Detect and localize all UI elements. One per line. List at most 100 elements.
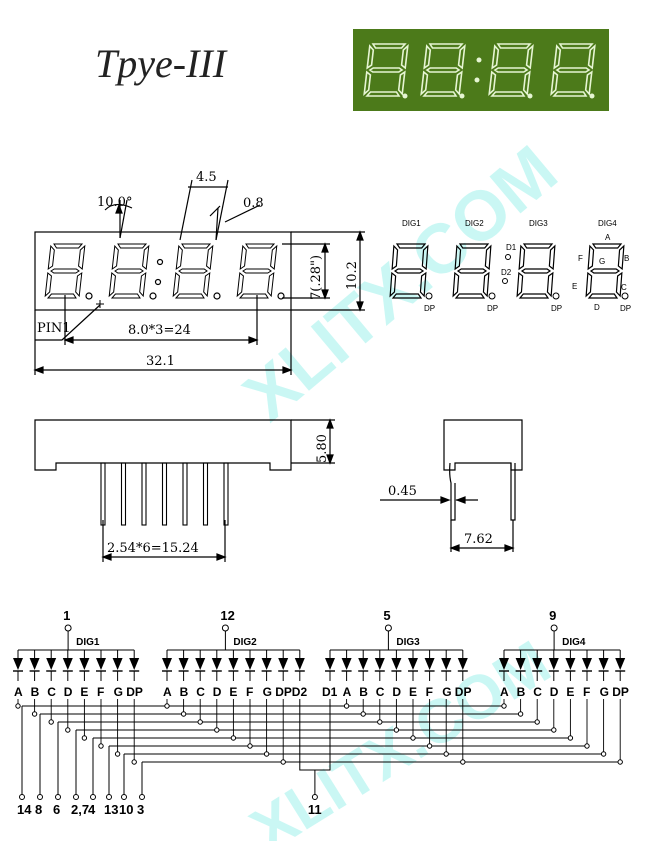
schematic-dig-label-1: DIG1 [76, 637, 100, 648]
schematic-diode-E [408, 658, 418, 670]
schematic-seg-label-B: B [31, 685, 40, 699]
side-pin-3 [141, 462, 147, 526]
schematic-seg-label-A: A [14, 685, 23, 699]
schematic-diode-B [358, 658, 369, 670]
display-dp-3 [527, 93, 533, 99]
segmap-digit-3-seg-d [518, 293, 550, 299]
schematic-diode-D [548, 658, 559, 670]
height-inch-label: 7(.28") [309, 255, 324, 300]
front-digit-4-seg-a [245, 243, 276, 249]
segmap-seg-label-E: E [572, 282, 577, 291]
schematic-diode-F [245, 658, 255, 670]
schematic-seg-label-B: B [180, 685, 189, 699]
display-dp-2 [459, 93, 465, 99]
schematic-diode-A [162, 658, 172, 670]
display-colon-bottom [474, 77, 480, 83]
schematic-seg-label-G: G [263, 685, 272, 699]
schematic-junction [48, 719, 54, 725]
pitch-label: 8.0*3=24 [128, 323, 191, 338]
segmap-digit-1-seg-f [391, 244, 399, 271]
segmap-digit-3-seg-g [520, 268, 552, 274]
front-digit-1-seg-a [53, 243, 84, 249]
schematic-junction [600, 751, 607, 757]
schematic-seg-label-G: G [114, 685, 123, 699]
front-body-outline [34, 231, 292, 311]
front-digit-3 [172, 243, 214, 299]
schematic-seg-label-D: D [392, 685, 401, 699]
schematic-pin-node-5 [90, 794, 96, 800]
display-digit-3-seg-c [522, 70, 531, 96]
schematic-seg-label-C: C [376, 685, 385, 699]
front-digit-2-seg-d [110, 293, 141, 299]
schematic-dig-label-2: DIG2 [233, 637, 257, 648]
schematic-common-pin-4: 9 [549, 608, 556, 623]
schematic-dig-label-4: DIG4 [562, 637, 586, 648]
schematic-seg-label-D: D [213, 685, 222, 699]
segmap-digit-3-seg-b [548, 244, 556, 271]
depth-label: 5.80 [315, 434, 330, 463]
schematic-diode-D [391, 658, 402, 670]
display-digit-4-seg-e [550, 70, 559, 97]
seg-width-label: 0.8 [243, 196, 264, 211]
segmap-digit-2 [452, 243, 492, 299]
display-digit-2-seg-f [423, 44, 432, 70]
schematic-seg-label-A: A [500, 685, 509, 699]
schematic-junction [534, 719, 540, 725]
schematic-junction [501, 703, 507, 709]
segmap-digit-4-seg-d [587, 293, 619, 299]
segmap-dp-label-1: DP [424, 304, 435, 313]
front-view-labels: 10.0° 4.5 0.8 7(.28") 10.2 8.0*3=24 PIN1… [37, 170, 360, 369]
display-photo [353, 29, 609, 111]
front-digit-1-seg-c [75, 271, 83, 298]
schematic-junction [230, 735, 237, 741]
display-digit-1 [363, 43, 409, 97]
schematic-diode-G [112, 658, 123, 670]
schematic-diode-DP [615, 658, 626, 670]
front-digit-3-seg-b [206, 244, 214, 270]
schematic-seg-label-D2: D2 [292, 685, 308, 699]
schematic-seg-label-G: G [442, 685, 451, 699]
angle-label: 10.0° [97, 195, 132, 210]
segmap-dp-2 [488, 292, 496, 300]
schematic-diode-E [228, 658, 239, 670]
schematic-pin-node-7 [121, 794, 127, 800]
schematic-diode-F [582, 658, 592, 670]
schematic-seg-label-E: E [229, 685, 237, 699]
segmap-digit-2-seg-e [452, 271, 460, 298]
schematic-bottom-pin-8: 3 [137, 802, 144, 817]
schematic-junction [15, 703, 21, 709]
schematic-diode-F [424, 658, 435, 670]
digit-width-label: 4.5 [196, 170, 217, 185]
schematic-seg-label-B: B [359, 685, 368, 699]
display-dp-4 [589, 93, 595, 99]
schematic-seg-label-F: F [426, 685, 433, 699]
schematic-seg-label-D: D [550, 685, 559, 699]
front-colon-top [156, 258, 164, 266]
schematic-bottom-pin-7: 10 [119, 802, 133, 817]
segmap-dp-label-2: DP [487, 304, 498, 313]
schematic-junction [410, 735, 416, 741]
display-digit-2-seg-c [454, 70, 463, 96]
front-digit-3-seg-a [181, 243, 212, 249]
display-digit-3-seg-a [496, 43, 532, 49]
front-digit-2-seg-g [114, 268, 144, 274]
display-digit-1-seg-a [371, 43, 407, 49]
schematic-diode-DP [457, 658, 468, 670]
front-digit-3-seg-c [203, 271, 211, 298]
height-label: 10.2 [345, 261, 360, 290]
side-view-labels: 5.80 2.54*6=15.24 [107, 434, 330, 556]
schematic-seg-label-A: A [163, 685, 172, 699]
display-digit-2-seg-e [420, 70, 429, 97]
segmap-dp-label-4: DP [620, 304, 631, 313]
schematic-bottom-pin-6: 13 [104, 802, 118, 817]
schematic-junction [343, 703, 350, 709]
segmap-digit-1-seg-b [421, 244, 429, 271]
schematic-pin-node-1 [19, 794, 25, 800]
schematic-diode-B [29, 658, 40, 670]
schematic-seg-label-G: G [600, 685, 609, 699]
display-digit-4-seg-a [558, 43, 594, 49]
